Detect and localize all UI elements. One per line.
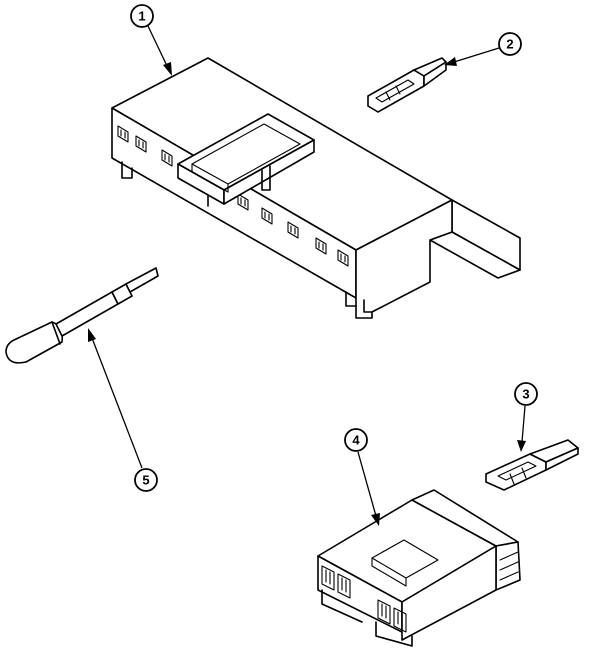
callout-1: 1 xyxy=(130,4,154,28)
terminal-block-part-1 xyxy=(111,57,521,319)
svg-text:5: 5 xyxy=(142,473,149,488)
terminal-clip-part-2 xyxy=(367,57,447,113)
callout-2: 2 xyxy=(498,32,522,56)
callout-3: 3 xyxy=(514,382,538,406)
connector-part-4 xyxy=(317,489,521,647)
callout-4: 4 xyxy=(344,428,368,452)
svg-text:4: 4 xyxy=(352,433,360,448)
svg-text:2: 2 xyxy=(506,37,513,52)
connector-pockets xyxy=(321,565,413,647)
svg-text:1: 1 xyxy=(138,9,145,24)
terminal-clip-part-3 xyxy=(485,439,579,491)
terminal-slots xyxy=(117,125,349,267)
callout-5: 5 xyxy=(134,468,158,492)
probe-tool-part-5 xyxy=(5,267,159,364)
svg-text:3: 3 xyxy=(522,387,529,402)
leader-lines xyxy=(88,25,526,526)
raised-frame xyxy=(177,113,315,207)
